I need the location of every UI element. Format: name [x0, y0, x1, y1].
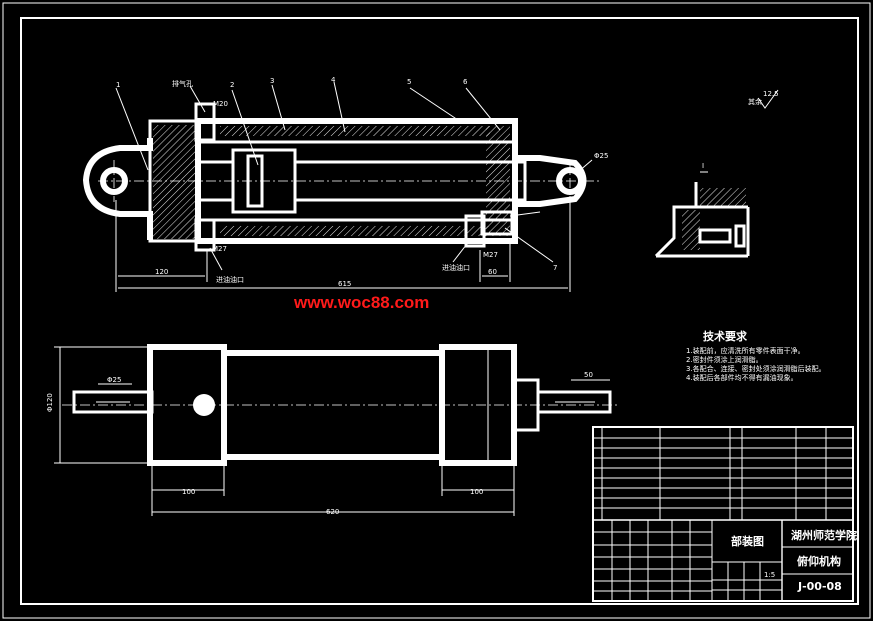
scale: 1:5 [764, 571, 775, 579]
dim-120: 120 [155, 268, 168, 276]
inner-frame [20, 17, 859, 605]
dim-60: 60 [488, 268, 497, 276]
tech-req-item: 3.各配合、连接、密封处须涂润滑脂后装配。 [686, 364, 826, 373]
leader-label-6: 6 [463, 78, 468, 86]
leader-label-5: 5 [407, 78, 411, 86]
title-block [592, 426, 854, 602]
barrel-wall-top [220, 126, 490, 136]
leader-label-3: 3 [270, 77, 274, 85]
dim-100-right: 100 [470, 488, 483, 496]
oil-in-label: 进油油口 [216, 275, 244, 284]
dim-50: 50 [584, 371, 593, 379]
rear-cap-hatch [153, 125, 195, 239]
dim-100-left: 100 [182, 488, 195, 496]
dim-615: 615 [338, 280, 351, 288]
detail-label: I [702, 162, 704, 170]
tech-req-item: 4.装配后各部件均不得有漏油现象。 [686, 373, 798, 382]
oil-port-front [464, 214, 486, 248]
drawing-type: 部装图 [731, 534, 764, 548]
rod-eye-top [536, 390, 612, 414]
tech-req-item: 2.密封件须涂上润滑脂。 [686, 355, 763, 364]
barrel-wall-bottom [220, 226, 490, 236]
section-view [82, 81, 600, 292]
detail-seal [698, 228, 732, 244]
detail-hatch-left [682, 210, 700, 250]
dim-phi25-top: Φ25 [107, 376, 121, 384]
roughness-symbol [757, 89, 779, 109]
dim-phi120: Φ120 [46, 393, 54, 412]
detail-view [654, 171, 750, 258]
detail-hatch-top [700, 188, 746, 206]
eye-diameter: Φ25 [594, 152, 608, 160]
leader-label-2: 2 [230, 81, 234, 89]
leader-label-4: 4 [331, 76, 336, 84]
gland-seal [480, 210, 514, 236]
rear-clevis [82, 138, 153, 240]
thread-m20: M20 [213, 100, 228, 108]
detail-outline [654, 205, 748, 258]
roughness-value: 12.5 [763, 90, 779, 98]
thread-m27-right: M27 [483, 251, 498, 259]
school-name: 湖州师范学院 [791, 528, 857, 542]
oil-port-rear [194, 218, 216, 252]
tech-req-item: 1.装配前，应清洗所有零件表面干净。 [686, 346, 805, 355]
thread-m27-left: M27 [212, 245, 227, 253]
leader-label-1: 1 [116, 81, 120, 89]
port-top [193, 394, 215, 416]
mechanism-name: 俯仰机构 [797, 554, 841, 568]
roughness-label: 其余 [748, 97, 762, 106]
oil-out-label: 进油油口 [442, 263, 470, 272]
leader-label-7: 7 [553, 264, 557, 272]
dim-620: 620 [326, 508, 339, 516]
watermark: www.woc88.com [293, 293, 429, 312]
drawing-number: J-00-08 [797, 580, 842, 593]
vent-label: 排气孔 [172, 79, 193, 88]
vent-port [194, 102, 216, 142]
tech-req-title: 技术要求 [703, 329, 748, 343]
top-view [54, 344, 618, 516]
